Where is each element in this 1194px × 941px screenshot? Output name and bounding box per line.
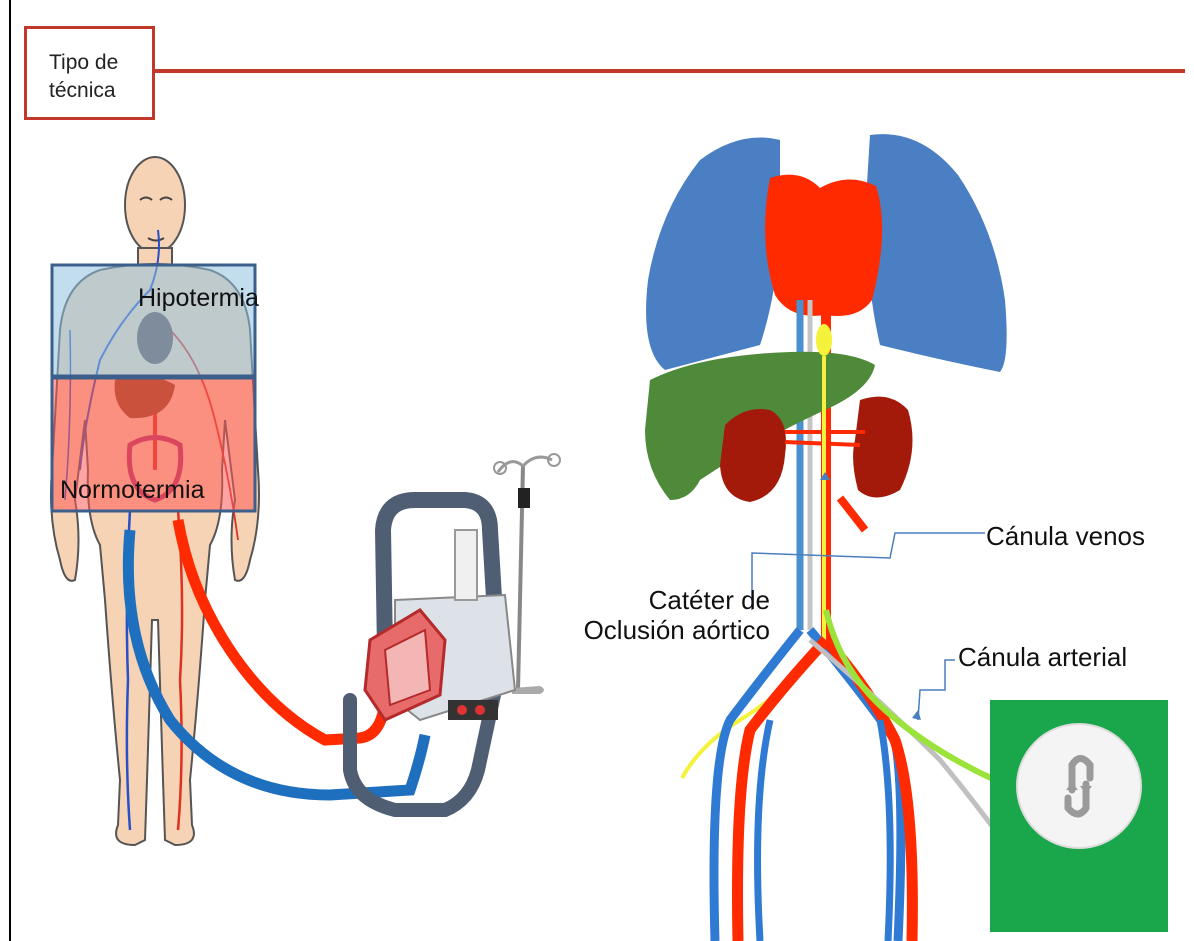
figure-head (125, 157, 185, 253)
right-lung (866, 134, 1007, 372)
occlusion-balloon (816, 324, 832, 356)
left-kidney (720, 409, 786, 502)
right-kidney (853, 397, 912, 498)
arterial-cannula-label: Cánula arterial (958, 642, 1127, 672)
occlusion-catheter-label: Catéter de Oclusión aórtico (548, 585, 770, 645)
perfusion-machine (350, 454, 560, 810)
hypothermia-label: Hipotermia (138, 284, 259, 313)
rotate-button (1017, 724, 1141, 848)
venous-cannula-leader (752, 533, 985, 610)
left-lung (646, 138, 780, 371)
heart (765, 175, 882, 316)
vascular-anatomy (645, 134, 1007, 941)
venous-cannula-label: Cánula venos (986, 521, 1145, 551)
arterial-cannula-leader (918, 660, 955, 720)
normothermia-label: Normotermia (60, 476, 204, 505)
hypothermia-zone (52, 265, 255, 376)
